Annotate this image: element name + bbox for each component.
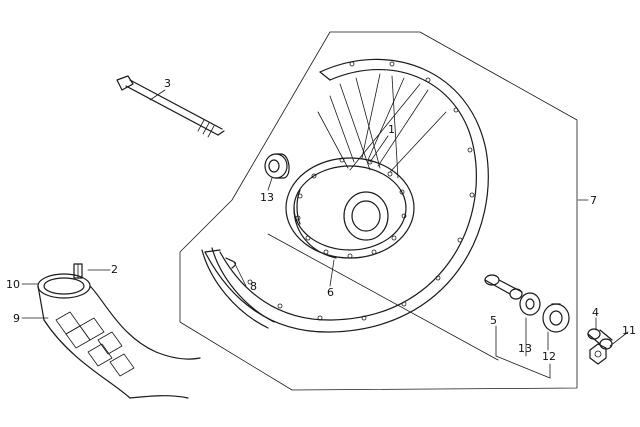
callouts: 3 1 2 10 9 8 6 13 7 5 13 12 4 11 — [6, 77, 636, 363]
callout-9: 9 — [13, 312, 20, 325]
spacer-part-5 — [484, 274, 523, 300]
assembly-outline — [179, 31, 578, 391]
callout-1: 1 — [388, 123, 395, 136]
dust-seal-part-12 — [542, 303, 570, 333]
callout-11: 11 — [622, 324, 636, 337]
callout-8: 8 — [250, 280, 257, 293]
callout-4: 4 — [592, 306, 599, 319]
tire-part-9 — [37, 273, 201, 399]
callout-13-right: 13 — [518, 342, 532, 355]
spokes — [317, 73, 447, 179]
callout-13-left: 13 — [260, 191, 274, 204]
callout-5: 5 — [490, 314, 497, 327]
callout-2: 2 — [111, 263, 118, 276]
axle-part-3 — [116, 75, 225, 138]
callout-10: 10 — [6, 278, 20, 291]
callout-6: 6 — [327, 286, 334, 299]
rim-spoke-holes — [247, 61, 475, 321]
callout-3: 3 — [164, 77, 171, 90]
axle-nut-part-11 — [589, 343, 607, 365]
leader-lines — [21, 89, 629, 379]
bearing-part-13-left — [264, 153, 290, 179]
bearing-part-13-right — [519, 292, 541, 316]
collar-part-4 — [587, 328, 613, 350]
callout-12: 12 — [542, 350, 556, 363]
hub-flange-holes — [295, 157, 407, 259]
rim-band-part-8 — [201, 247, 275, 329]
rim-part-7 — [204, 58, 489, 333]
hub-part-6 — [285, 157, 415, 259]
callout-7: 7 — [590, 194, 597, 207]
valve-part-2 — [73, 263, 83, 279]
